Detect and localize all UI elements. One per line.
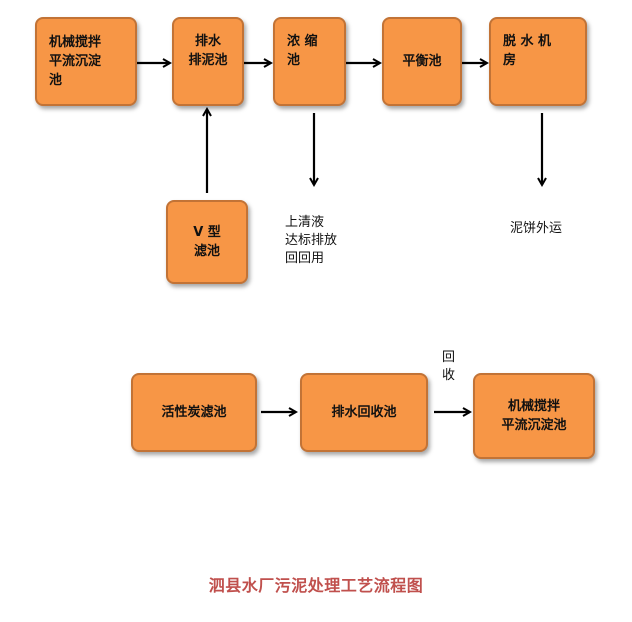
node-thickener: 浓 缩 池 bbox=[273, 17, 346, 106]
node-dewatering-room: 脱 水 机 房 bbox=[489, 17, 587, 106]
node-activated-carbon-filter: 活性炭滤池 bbox=[131, 373, 257, 452]
node-mixing-sedimentation-bottom: 机械搅拌 平流沉淀池 bbox=[473, 373, 595, 459]
node-v-filter: V 型 滤池 bbox=[166, 200, 248, 284]
note-recovery: 回 收 bbox=[442, 350, 456, 383]
note-supernatant: 上清液 达标排放 回回用 bbox=[285, 215, 338, 266]
diagram-title: 泗县水厂污泥处理工艺流程图 bbox=[208, 576, 424, 595]
note-sludge-cake: 泥饼外运 bbox=[510, 221, 563, 236]
node-balance-tank: 平衡池 bbox=[382, 17, 462, 106]
node-drain-recovery-tank: 排水回收池 bbox=[300, 373, 428, 452]
node-drain-sludge-tank: 排水 排泥池 bbox=[172, 17, 244, 106]
node-mixing-sedimentation-top: 机械搅拌 平流沉淀 池 bbox=[35, 17, 137, 106]
